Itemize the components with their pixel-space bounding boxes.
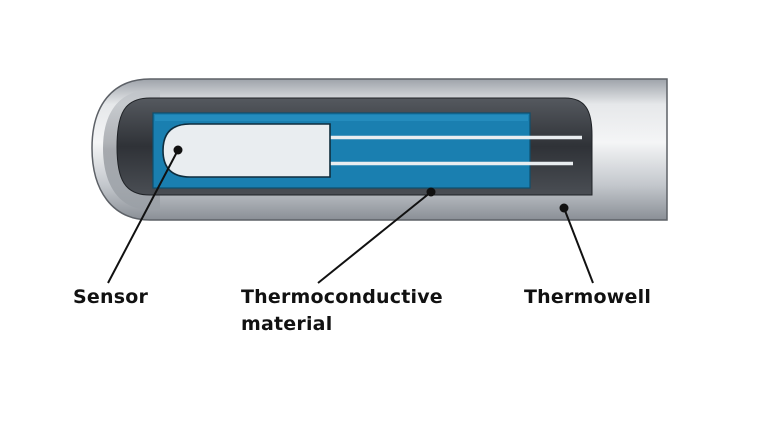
leader-line-thermoconductive xyxy=(317,191,432,284)
leader-line-sensor xyxy=(107,149,179,284)
label-thermoconductive-material: Thermoconductive material xyxy=(241,284,443,338)
label-thermoconductive-line1: Thermoconductive xyxy=(241,286,443,308)
leader-dot-thermowell xyxy=(559,203,569,213)
label-thermowell: Thermowell xyxy=(524,286,652,308)
leader-dot-thermoconductive xyxy=(426,187,436,197)
leader-dot-sensor xyxy=(173,145,183,155)
material-highlight xyxy=(155,115,528,121)
label-sensor: Sensor xyxy=(73,286,149,308)
sensor-element xyxy=(162,123,331,178)
label-thermoconductive-line2: material xyxy=(241,313,333,335)
leader-line-thermowell xyxy=(563,207,594,284)
